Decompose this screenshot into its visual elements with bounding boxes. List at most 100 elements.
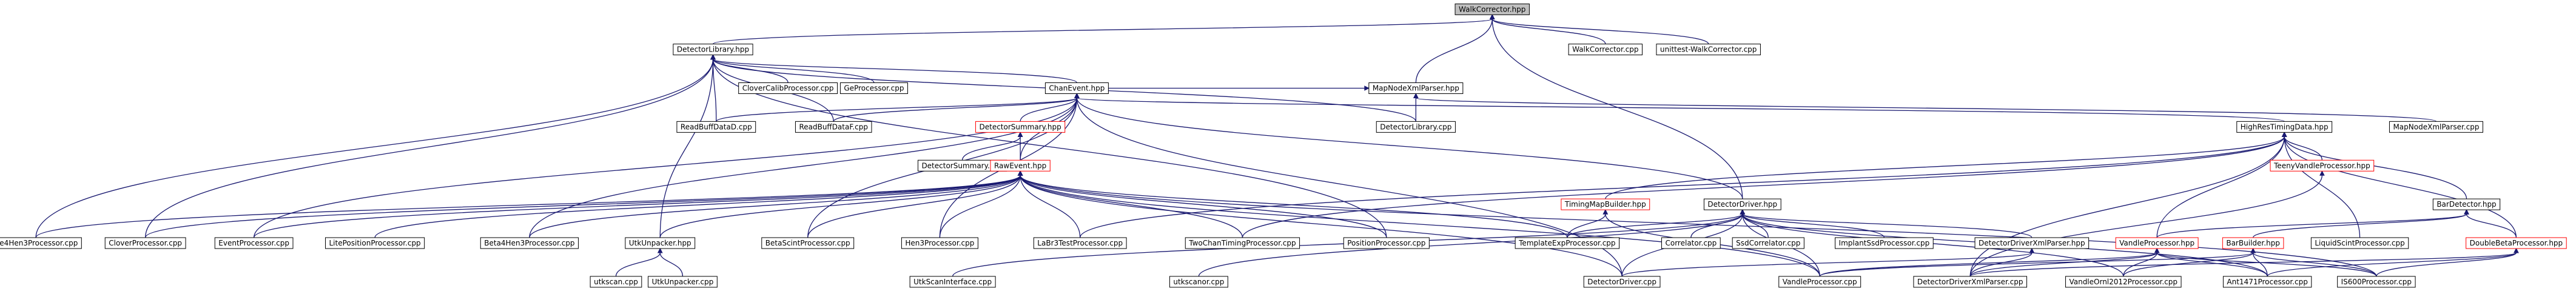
edge-unittest-walkcorrector-cpp-to-walkcorrector-hpp — [1489, 14, 1709, 44]
node-box — [975, 121, 1066, 133]
node-detectorlibrary-hpp[interactable]: DetectorLibrary.hpp — [673, 44, 753, 56]
node-ant1471processor-cpp[interactable]: Ant1471Processor.cpp — [2222, 276, 2312, 288]
node-box — [1732, 237, 1804, 249]
node-liquidscintprocessor-cpp[interactable]: LiquidScintProcessor.cpp — [2310, 237, 2409, 249]
node-templateexpprocessor-cpp[interactable]: TemplateExpProcessor.cpp — [1515, 237, 1620, 249]
edge-is600processor-cpp-to-rawevent-hpp — [1017, 170, 2377, 276]
edge-vandleprocessor-cpp-to-rawevent-hpp — [1017, 170, 1820, 276]
node-box — [901, 237, 978, 249]
node-timingmapbuilder-hpp[interactable]: TimingMapBuilder.hpp — [1561, 198, 1650, 210]
node-label: DetectorSummary.hpp — [979, 122, 1061, 131]
edge-mapnodexmlparser-hpp-to-walkcorrector-hpp — [1415, 14, 1495, 83]
node-utkscan-cpp[interactable]: utkscan.cpp — [590, 276, 642, 288]
node-detectorsummary-hpp[interactable]: DetectorSummary.hpp — [975, 121, 1066, 133]
edge-detectordriverxmlparser-cpp-to-teenyvandleprocessor-hpp — [1969, 170, 2325, 276]
node-box — [648, 276, 718, 288]
node-box — [1656, 44, 1761, 56]
edge-doublebetaprocessor-hpp-to-bardetector-hpp — [2464, 209, 2517, 238]
node-eventprocessor-cpp[interactable]: EventProcessor.cpp — [214, 237, 294, 249]
edge-detectorlibrary-hpp-to-walkcorrector-hpp — [712, 14, 1495, 45]
edge-rawevent-hpp-to-detectorsummary-hpp — [1017, 132, 1023, 161]
node-box — [795, 121, 872, 133]
node-detectordriverxmlparser-hpp[interactable]: DetectorDriverXmlParser.hpp — [1974, 237, 2090, 249]
node-mapnodexmlparser-hpp[interactable]: MapNodeXmlParser.hpp — [1368, 82, 1464, 94]
edge-highrestimingdata-hpp-to-chanevent-hpp — [1074, 93, 2285, 122]
node-label: DetectorLibrary.cpp — [1380, 122, 1451, 131]
node-box — [1974, 237, 2090, 249]
node-box — [1044, 82, 1109, 94]
node-utkscanorinterface-cpp[interactable]: UtkScanInterface.cpp — [909, 276, 996, 288]
node-unittest-walkcorrector-cpp[interactable]: unittest-WalkCorrector.cpp — [1656, 44, 1761, 56]
node-box — [480, 237, 579, 249]
node-detectordriverxmlparser-cpp[interactable]: DetectorDriverXmlParser.cpp — [1913, 276, 2027, 288]
edge-positionprocessor-cpp-to-rawevent-hpp — [1017, 170, 1387, 238]
node-label: MapNodeXmlParser.hpp — [1373, 84, 1459, 93]
node-detectorlibrary-cpp[interactable]: DetectorLibrary.cpp — [1376, 121, 1456, 133]
node-vandleornl2012processor-cpp[interactable]: VandleOrnl2012Processor.cpp — [2065, 276, 2182, 288]
node-box — [2065, 276, 2182, 288]
dependency-edges — [35, 14, 2519, 277]
edge-liquidscintprocessor-cpp-to-highrestimingdata-hpp — [2281, 132, 2361, 238]
node-walkcorrector-cpp[interactable]: WalkCorrector.cpp — [1568, 44, 1643, 56]
node-beta4hen3processor-cpp[interactable]: Beta4Hen3Processor.cpp — [480, 237, 579, 249]
node-label: TemplateExpProcessor.cpp — [1518, 239, 1615, 247]
node-clovercalibprocessor-cpp[interactable]: CloverCalibProcessor.cpp — [738, 82, 838, 94]
node-mapnodexmlparser-cpp[interactable]: MapNodeXmlParser.cpp — [2389, 121, 2483, 133]
node-label: DetectorDriver.hpp — [1707, 200, 1777, 209]
node-is600processor-cpp[interactable]: IS600Processor.cpp — [2337, 276, 2416, 288]
node-box — [2466, 237, 2567, 249]
node-box — [1343, 237, 1430, 249]
node-label: unittest-WalkCorrector.cpp — [1660, 45, 1757, 54]
node-readbuffdataf-cpp[interactable]: ReadBuffDataF.cpp — [795, 121, 872, 133]
node-barbuilder-hpp[interactable]: BarBuilder.hpp — [2222, 237, 2284, 249]
node-utkunpacker-hpp[interactable]: UtkUnpacker.hpp — [625, 237, 696, 249]
node-labr3testprocessor-cpp[interactable]: LaBr3TestProcessor.cpp — [1033, 237, 1127, 249]
node-vandleprocessor-hpp[interactable]: VandleProcessor.hpp — [2115, 237, 2199, 249]
node-implantssdprocessor-cpp[interactable]: ImplantSsdProcessor.cpp — [1835, 237, 1934, 249]
node-correlator-cpp[interactable]: Correlator.cpp — [1661, 237, 1721, 249]
node-box — [214, 237, 294, 249]
node-detectordriver-hpp[interactable]: DetectorDriver.hpp — [1703, 198, 1781, 210]
edge-twochantimingprocessor-cpp-to-rawevent-hpp — [1017, 170, 1243, 238]
node-box — [761, 237, 855, 249]
node-label: Hen3Processor.cpp — [905, 239, 974, 247]
edge-positionprocessor-cpp-to-detectorlibrary-hpp — [710, 54, 1387, 238]
node-chanevent-hpp[interactable]: ChanEvent.hpp — [1044, 82, 1109, 94]
edge-readbuffdatad-cpp-to-chanevent-hpp — [716, 93, 1080, 122]
node-box — [2310, 237, 2409, 249]
edge-geprocessor-cpp-to-detectorlibrary-hpp — [710, 54, 875, 83]
node-label: VandleOrnl2012Processor.cpp — [2069, 278, 2177, 286]
edge-detectordriver-cpp-to-chanevent-hpp — [1074, 93, 1623, 276]
node-positionprocessor-cpp[interactable]: PositionProcessor.cpp — [1343, 237, 1430, 249]
node-ltepositionprocessor-cpp[interactable]: LitePositionProcessor.cpp — [325, 237, 425, 249]
node-ge4hen3processor-cpp[interactable]: Ge4Hen3Processor.cpp — [0, 237, 82, 249]
node-walkcorrector-hpp[interactable]: WalkCorrector.hpp — [1454, 3, 1530, 15]
node-utkscanor-cpp[interactable]: utkscanor.cpp — [1169, 276, 1228, 288]
node-label: BarDetector.hpp — [2436, 200, 2496, 209]
node-highrestimingdata-hpp[interactable]: HighResTimingData.hpp — [2236, 121, 2333, 133]
node-label: Correlator.cpp — [1665, 239, 1717, 247]
node-box — [1778, 276, 1861, 288]
node-vandleprocessor-cpp[interactable]: VandleProcessor.cpp — [1778, 276, 1861, 288]
node-cloverprocessor-cpp[interactable]: CloverProcessor.cpp — [104, 237, 186, 249]
node-hen3processor-cpp[interactable]: Hen3Processor.cpp — [901, 237, 978, 249]
node-label: DetectorSummary.cpp — [921, 161, 1003, 170]
node-utkunpacker-cpp[interactable]: UtkUnpacker.cpp — [648, 276, 718, 288]
node-detectordriver-cpp[interactable]: DetectorDriver.cpp — [1583, 276, 1661, 288]
node-twochantimingprocessor-cpp[interactable]: TwoChanTimingProcessor.cpp — [1185, 237, 1300, 249]
node-box — [1583, 276, 1661, 288]
node-rawevent-hpp[interactable]: RawEvent.hpp — [990, 159, 1051, 172]
node-box — [676, 121, 756, 133]
node-teenyvandleprocessor-hpp[interactable]: TeenyVandleProcessor.hpp — [2270, 159, 2375, 172]
node-readbuffdatad-cpp[interactable]: ReadBuffDataD.cpp — [676, 121, 756, 133]
node-doublebetaprocessor-hpp[interactable]: DoubleBetaProcessor.hpp — [2466, 237, 2567, 249]
node-geprocessor-cpp[interactable]: GeProcessor.cpp — [839, 82, 908, 94]
edge-timingmapbuilder-hpp-to-highrestimingdata-hpp — [1605, 132, 2287, 199]
node-label: VandleProcessor.hpp — [2119, 239, 2194, 247]
edge-cloverprocessor-cpp-to-detectorlibrary-hpp — [145, 54, 716, 238]
node-ssdcorrelator-cpp[interactable]: SsdCorrelator.cpp — [1732, 237, 1804, 249]
node-label: DoubleBetaProcessor.hpp — [2470, 239, 2563, 247]
node-betascintprocessor-cpp[interactable]: BetaScintProcessor.cpp — [761, 237, 855, 249]
edge-eventprocessor-cpp-to-rawevent-hpp — [253, 170, 1023, 238]
node-bardetector-hpp[interactable]: BarDetector.hpp — [2432, 198, 2501, 210]
